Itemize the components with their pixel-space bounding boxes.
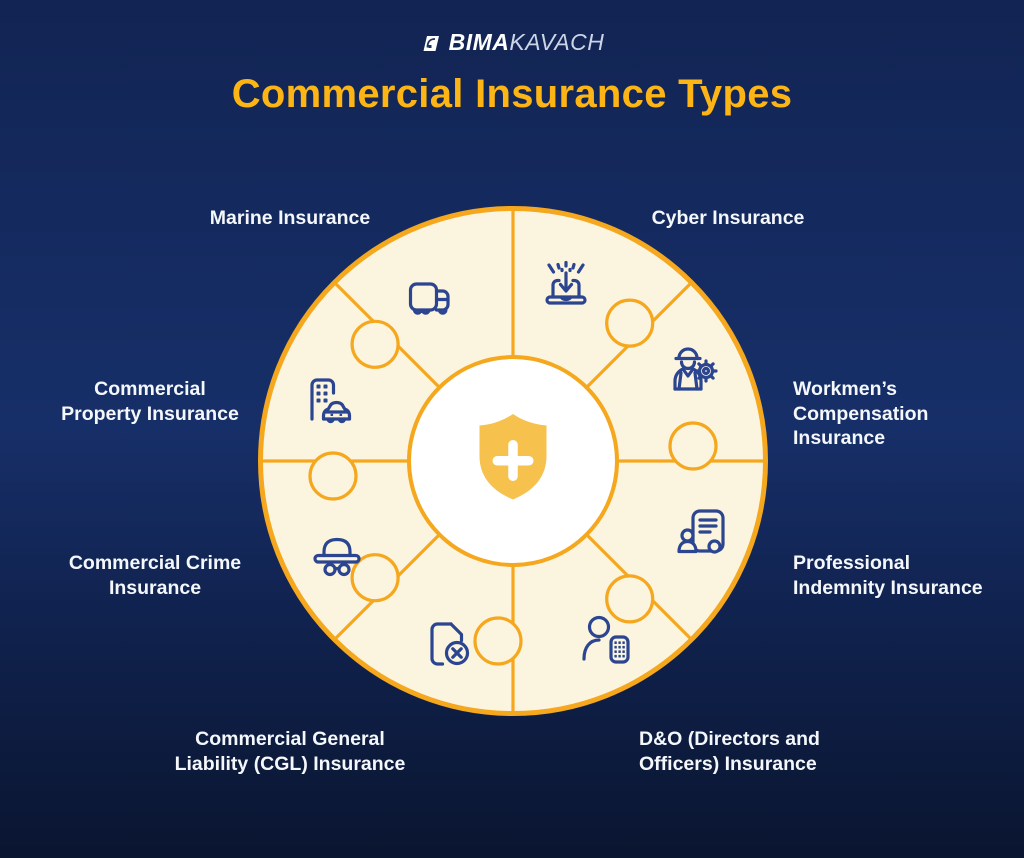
- label-line: Cyber Insurance: [651, 207, 805, 229]
- label-line: Commercial: [94, 378, 206, 400]
- label-commercial-general-liability-insurance: Commercial General Liability (CGL) Insur…: [140, 727, 440, 776]
- label-line: Property Insurance: [61, 402, 239, 425]
- label-line: Liability (CGL) Insurance: [174, 752, 406, 775]
- brand-name-bold: BIMA: [448, 29, 510, 55]
- document-excluded-icon: [430, 622, 470, 666]
- label-line: Compensation: [793, 402, 929, 425]
- certificate-person-icon: [677, 509, 725, 554]
- director-keypad-icon: [582, 615, 630, 664]
- label-cyber-insurance: Cyber Insurance: [578, 206, 878, 231]
- label-line: Workmen’s: [793, 378, 898, 400]
- spy-hat-icon: [313, 537, 361, 577]
- label-marine-insurance: Marine Insurance: [140, 206, 440, 231]
- brand-name-light: KAVACH: [509, 29, 605, 55]
- brand-name: BIMAKAVACH: [449, 31, 605, 54]
- puzzle-knobs: [308, 298, 718, 666]
- label-line: Officers) Insurance: [639, 752, 817, 775]
- label-line: Indemnity Insurance: [793, 576, 983, 599]
- label-workmens-compensation-insurance: Workmen’s Compensation Insurance: [793, 377, 1013, 451]
- truck-icon: [408, 282, 450, 315]
- label-line: Commercial General: [195, 728, 385, 750]
- label-line: Insurance: [108, 576, 202, 599]
- laptop-download-icon: [545, 260, 587, 305]
- puzzle-wheel-diagram: [258, 206, 768, 716]
- label-line: Commercial Crime: [68, 552, 242, 574]
- label-line: Insurance: [793, 427, 886, 449]
- label-commercial-property-insurance: Commercial Property Insurance: [0, 377, 300, 426]
- label-dno-insurance: D&O (Directors and Officers) Insurance: [639, 727, 919, 776]
- shield-plus-icon: [479, 414, 547, 500]
- worker-gear-icon: [673, 347, 718, 391]
- building-car-icon: [310, 378, 352, 424]
- label-commercial-crime-insurance: Commercial Crime Insurance: [5, 551, 305, 600]
- label-professional-indemnity-insurance: Professional Indemnity Insurance: [793, 551, 1018, 600]
- label-line: D&O (Directors and: [639, 728, 820, 750]
- label-line: Professional: [793, 552, 911, 574]
- brand-logo: BIMAKAVACH: [0, 31, 1024, 54]
- page-title: Commercial Insurance Types: [231, 72, 793, 116]
- label-line: Marine Insurance: [209, 207, 371, 229]
- bimakavach-logo-icon: [423, 35, 439, 51]
